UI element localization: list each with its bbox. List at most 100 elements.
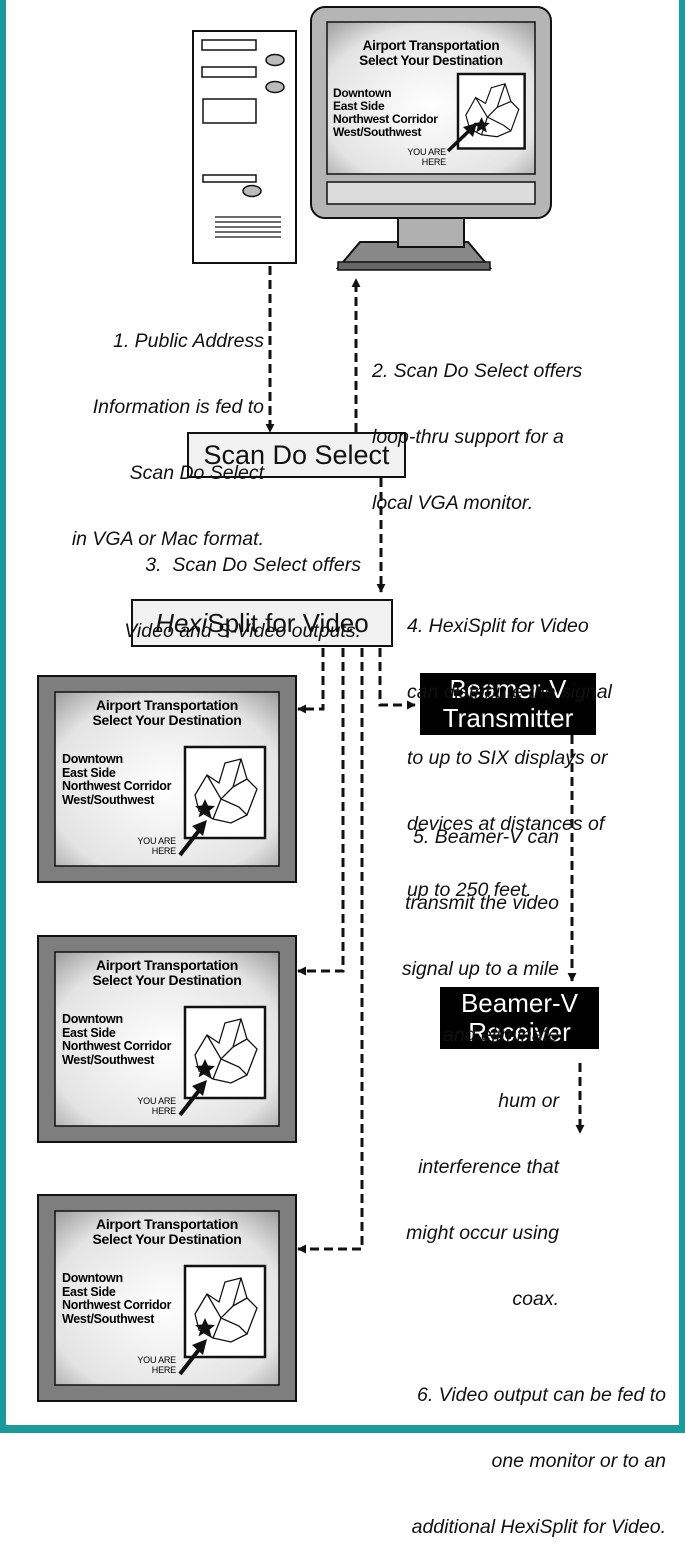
destination-item: West/Southwest: [333, 125, 422, 139]
caption-line: 6. Video output can be fed to: [416, 1384, 666, 1406]
caption-line: devices at distances of: [407, 813, 605, 835]
caption-line: coax.: [512, 1288, 559, 1310]
destination-item: East Side: [62, 1025, 116, 1040]
screen-title-line-2: Select Your Destination: [359, 53, 503, 68]
hexisplit-label: HexiSplit for Video: [155, 608, 368, 639]
receiver-label-line-2: Receiver: [468, 1017, 571, 1047]
transmitter-label-line-1: Beamer-V: [449, 674, 567, 704]
you-are-here-line-1: YOU ARE: [137, 836, 176, 846]
screen-title-line-2: Select Your Destination: [92, 712, 242, 728]
caption-line: local VGA monitor.: [372, 492, 534, 514]
caption-line: 3. Scan Do Select offers: [145, 554, 361, 576]
caption-line: 2. Scan Do Select offers: [372, 360, 583, 382]
display-monitor-3-icon: [37, 1194, 297, 1402]
caption-line: in VGA or Mac format.: [71, 528, 264, 550]
you-are-here-line-2: HERE: [151, 1106, 176, 1116]
screen-title-line-2: Select Your Destination: [92, 1231, 242, 1247]
caption-line: Video and S-Video outputs.: [124, 620, 361, 642]
caption-line: hum or: [498, 1090, 559, 1112]
caption-line: interference that: [418, 1156, 559, 1178]
you-are-here-line-2: HERE: [151, 846, 176, 856]
beamer-v-transmitter-box: Beamer-V Transmitter: [420, 673, 596, 735]
caption-line: to up to SIX displays or: [407, 747, 608, 769]
you-are-here-arrow-icon: [178, 1339, 207, 1376]
screen-title-line-1: Airport Transportation: [96, 697, 238, 713]
destination-item: Downtown: [62, 1012, 123, 1026]
scan-do-select-label: Scan Do Select: [203, 439, 390, 470]
hexisplit-label-rest: Split for Video: [207, 607, 369, 638]
you-are-here-line-2: HERE: [151, 1365, 176, 1375]
caption-line: up to 250 feet.: [407, 879, 532, 901]
destination-list: Downtown East Side Northwest Corridor We…: [62, 1012, 172, 1067]
screen-title-line-1: Airport Transportation: [362, 38, 500, 53]
caption-step-5: 5. Beamer-V can transmit the video signa…: [402, 782, 559, 1332]
caption-step-2: 2. Scan Do Select offers loop-thru suppo…: [372, 316, 582, 536]
beamer-v-receiver-box: Beamer-V Receiver: [440, 987, 599, 1049]
display-2-title: Airport Transportation Select Your Desti…: [55, 958, 279, 988]
monitor-screen-title: Airport Transportation Select Your Desti…: [327, 38, 535, 68]
hexisplit-label-italic: Hexi: [155, 607, 208, 638]
destination-item: Downtown: [62, 752, 123, 766]
you-are-here-line-2: HERE: [421, 157, 446, 167]
caption-step-6: 6. Video output can be fed to one monito…: [412, 1340, 666, 1560]
screen-title-line-1: Airport Transportation: [96, 1216, 238, 1232]
caption-line: additional HexiSplit for Video.: [411, 1516, 666, 1538]
destination-item: Northwest Corridor: [62, 1298, 172, 1312]
screen-title-line-2: Select Your Destination: [92, 972, 242, 988]
caption-line: Information is fed to: [92, 396, 264, 418]
receiver-label-line-1: Beamer-V: [460, 988, 579, 1018]
map-icon: [183, 1264, 267, 1359]
destination-item: Downtown: [333, 86, 392, 100]
hexisplit-box: HexiSplit for Video: [131, 599, 393, 647]
you-are-here-line-1: YOU ARE: [407, 147, 446, 157]
caption-step-1: 1. Public Address Information is fed to …: [72, 286, 264, 572]
destination-item: Northwest Corridor: [62, 1039, 172, 1053]
destination-item: Northwest Corridor: [333, 112, 438, 126]
caption-line: one monitor or to an: [491, 1450, 666, 1472]
connector-hexisplit-to-display-2: [297, 648, 345, 976]
screen-title-line-1: Airport Transportation: [96, 957, 238, 973]
caption-line: and eliminate: [443, 1024, 559, 1046]
you-are-here-label: YOU ARE HERE: [130, 1096, 176, 1116]
caption-step-4: 4. HexiSplit for Video can distribute th…: [407, 571, 612, 923]
destination-item: Northwest Corridor: [62, 779, 172, 793]
destination-item: East Side: [62, 765, 116, 780]
destination-list: Downtown East Side Northwest Corridor We…: [333, 87, 438, 139]
connector-hexisplit-to-display-3: [297, 648, 364, 1254]
caption-step-3: 3. Scan Do Select offers Video and S-Vid…: [124, 510, 361, 664]
connector-hexisplit-to-transmitter: [378, 648, 416, 710]
destination-item: Downtown: [62, 1271, 123, 1285]
vga-monitor-icon: [310, 6, 552, 271]
destination-item: East Side: [62, 1284, 116, 1299]
destination-item: West/Southwest: [62, 1052, 155, 1067]
map-icon: [183, 1005, 267, 1100]
caption-line: can distribute the signal: [407, 681, 612, 703]
destination-item: West/Southwest: [62, 1311, 155, 1326]
you-are-here-arrow-icon: [178, 1080, 207, 1117]
you-are-here-line-1: YOU ARE: [137, 1355, 176, 1365]
destination-list: Downtown East Side Northwest Corridor We…: [62, 1271, 172, 1326]
connector-hexisplit-to-display-1: [297, 648, 325, 714]
you-are-here-arrow-icon: [178, 820, 207, 857]
caption-line: 5. Beamer-V can: [413, 826, 559, 848]
caption-line: Scan Do Select: [129, 462, 264, 484]
display-1-title: Airport Transportation Select Your Desti…: [55, 698, 279, 728]
caption-line: signal up to a mile: [401, 958, 559, 980]
caption-line: 1. Public Address: [112, 330, 264, 352]
display-3-title: Airport Transportation Select Your Desti…: [55, 1217, 279, 1247]
caption-line: 4. HexiSplit for Video: [407, 615, 589, 637]
map-icon: [183, 745, 267, 840]
transmitter-label-line-2: Transmitter: [442, 703, 574, 733]
caption-line: might occur using: [406, 1222, 559, 1244]
destination-item: West/Southwest: [62, 792, 155, 807]
computer-tower-icon: [192, 30, 297, 264]
diagram-canvas: [37, 6, 585, 1402]
destination-list: Downtown East Side Northwest Corridor We…: [62, 752, 172, 807]
you-are-here-label: YOU ARE HERE: [400, 147, 446, 167]
caption-line: transmit the video: [405, 892, 559, 914]
destination-item: East Side: [333, 99, 385, 113]
you-are-here-label: YOU ARE HERE: [130, 836, 176, 856]
caption-line: loop-thru support for a: [372, 426, 564, 448]
you-are-here-label: YOU ARE HERE: [130, 1355, 176, 1375]
scan-do-select-box: Scan Do Select: [187, 432, 406, 478]
